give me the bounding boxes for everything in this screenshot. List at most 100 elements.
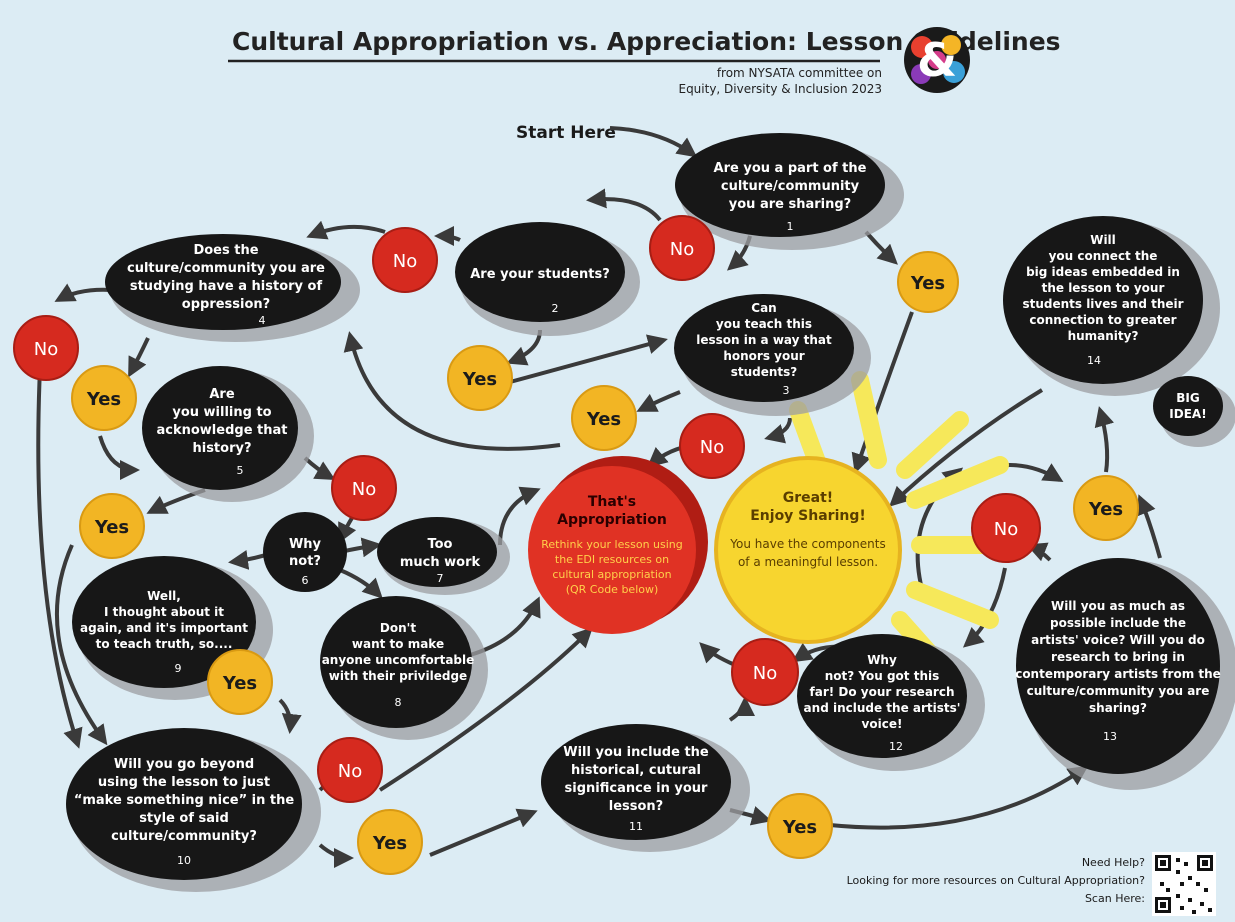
no-node: No xyxy=(971,493,1041,563)
edi-logo: & xyxy=(904,27,970,93)
question-bubbles xyxy=(66,133,1223,880)
q11-number: 11 xyxy=(629,820,643,833)
q8-line-4: with their priviledge xyxy=(329,669,467,683)
appropriation-body-2: the EDI resources on xyxy=(555,553,669,566)
yes-node: Yes xyxy=(447,345,513,411)
q9-number: 9 xyxy=(175,662,182,675)
no-label: No xyxy=(352,479,376,500)
yes-node: Yes xyxy=(767,793,833,859)
great-body-2: of a meaningful lesson. xyxy=(738,555,878,569)
q10-line-4: style of said xyxy=(139,811,229,826)
qr-code[interactable] xyxy=(1152,852,1216,916)
question-7-bubble xyxy=(377,517,497,587)
yes-node: Yes xyxy=(71,365,137,431)
question-4-bubble xyxy=(105,234,341,330)
q9-line-3: again, and it's important xyxy=(80,621,248,635)
question-13-bubble xyxy=(1016,558,1220,774)
q14-line-6: connection to greater xyxy=(1029,313,1176,327)
q8-line-3: anyone uncomfortable xyxy=(322,653,475,667)
q12-line-1: Why xyxy=(867,653,897,667)
no-node: No xyxy=(731,638,799,706)
q10-line-1: Will you go beyond xyxy=(114,757,254,772)
q12-line-4: and include the artists' xyxy=(804,701,961,715)
q14-line-1: Will xyxy=(1090,233,1116,247)
no-node: No xyxy=(331,455,397,521)
question-14-bubble xyxy=(1003,216,1203,384)
subtitle-line-2: Equity, Diversity & Inclusion 2023 xyxy=(678,82,882,96)
yes-label: Yes xyxy=(222,673,257,694)
help-line-3: Scan Here: xyxy=(1085,892,1145,905)
q14-number: 14 xyxy=(1087,354,1101,367)
question-8-bubble xyxy=(320,596,472,728)
no-label: No xyxy=(670,239,694,260)
question-12-bubble xyxy=(797,634,967,758)
q13-line-1: Will you as much as xyxy=(1051,599,1185,613)
q4-line-1: Does the xyxy=(193,243,258,258)
q14-line-5: students lives and their xyxy=(1022,297,1183,311)
q6-number: 6 xyxy=(302,574,309,587)
q5-line-4: history? xyxy=(192,441,251,456)
no-node: No xyxy=(649,215,715,281)
yes-label: Yes xyxy=(910,273,945,294)
yes-node: Yes xyxy=(897,251,959,313)
q13-text: Will you as much as possible include the… xyxy=(1015,599,1221,743)
q2-number: 2 xyxy=(552,302,559,315)
yes-node: Yes xyxy=(79,493,145,559)
q4-line-3: studying have a history of xyxy=(130,279,323,294)
yes-label: Yes xyxy=(782,817,817,838)
yes-node: Yes xyxy=(207,649,273,715)
big-idea-text: BIG IDEA! xyxy=(1169,391,1206,421)
q10-line-3: “make something nice” in the xyxy=(74,793,295,808)
big-idea-bubble xyxy=(1153,376,1223,436)
q4-text: Does the culture/community you are study… xyxy=(127,243,325,327)
q9-text: Well, I thought about it again, and it's… xyxy=(80,589,248,675)
yes-node: Yes xyxy=(1073,475,1139,541)
q3-text: Can you teach this lesson in a way that … xyxy=(696,301,832,397)
q1-line-1: Are you a part of the xyxy=(714,161,867,176)
no-node: No xyxy=(317,737,383,803)
no-node: No xyxy=(679,413,745,479)
q3-line-2: you teach this xyxy=(716,317,812,331)
q4-line-2: culture/community you are xyxy=(127,261,325,276)
q13-line-4: research to bring in xyxy=(1051,650,1185,664)
q1-text: Are you a part of the culture/community … xyxy=(714,161,867,233)
appropriation-title-1: That's xyxy=(588,494,636,510)
q5-number: 5 xyxy=(237,464,244,477)
q10-number: 10 xyxy=(177,854,191,867)
q12-text: Why not? You got this far! Do your resea… xyxy=(804,653,961,753)
q13-line-7: sharing? xyxy=(1089,701,1147,715)
q3-line-5: students? xyxy=(731,365,798,379)
q7-number: 7 xyxy=(437,572,444,585)
appropriation-body-1: Rethink your lesson using xyxy=(541,538,683,551)
great-title-1: Great! xyxy=(783,490,833,506)
q6-line-1: Why xyxy=(289,537,322,552)
yes-node: Yes xyxy=(357,809,423,875)
question-11-bubble xyxy=(541,724,731,840)
q6-line-2: not? xyxy=(289,554,321,569)
q7-text: Too much work 7 xyxy=(400,537,481,585)
no-nodes: No No No No No No No No xyxy=(13,215,1041,803)
big-idea-line-1: BIG xyxy=(1176,391,1199,405)
great-title-2: Enjoy Sharing! xyxy=(750,508,866,524)
big-idea-line-2: IDEA! xyxy=(1169,407,1206,421)
q4-number: 4 xyxy=(259,314,266,327)
appropriation-bubble xyxy=(528,466,696,634)
no-label: No xyxy=(994,519,1018,540)
q10-line-2: using the lesson to just xyxy=(98,775,270,790)
question-10-bubble xyxy=(66,728,302,880)
q8-line-1: Don't xyxy=(380,621,416,635)
q2-text: Are your students? 2 xyxy=(470,267,610,315)
q3-line-4: honors your xyxy=(723,349,804,363)
yes-label: Yes xyxy=(372,833,407,854)
great-bubble xyxy=(714,456,902,644)
yes-label: Yes xyxy=(86,389,121,410)
yes-node: Yes xyxy=(571,385,637,451)
yes-label: Yes xyxy=(94,517,129,538)
q1-number: 1 xyxy=(787,220,794,233)
q11-line-1: Will you include the xyxy=(563,745,709,760)
logo-glyph: & xyxy=(917,33,957,87)
no-node: No xyxy=(13,315,79,381)
q13-line-6: culture/community you are xyxy=(1027,684,1210,698)
q11-line-3: significance in your xyxy=(565,781,709,796)
subtitle-line-1: from NYSATA committee on xyxy=(717,66,882,80)
